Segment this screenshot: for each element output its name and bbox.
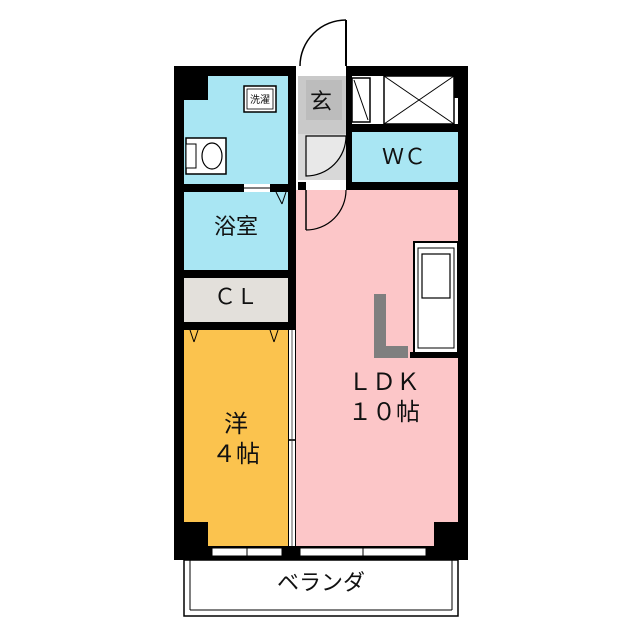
western-room-name: 洋 — [224, 410, 248, 438]
entrance-floor — [306, 80, 342, 120]
bathroom — [184, 192, 288, 270]
kitchen-partition — [374, 294, 408, 358]
balcony — [183, 559, 459, 617]
toilet — [352, 132, 458, 182]
entrance-label: 玄 — [310, 90, 332, 115]
bath-label: 浴室 — [214, 215, 258, 240]
toilet-label: ＷＣ — [382, 145, 426, 170]
balcony-windows — [211, 547, 427, 557]
storage-box — [383, 75, 455, 125]
washing-machine-icon — [243, 85, 277, 113]
balcony-label: ベランダ — [277, 571, 365, 596]
ldk-room-name: ＬＤＫ — [348, 368, 420, 396]
kitchen-counter — [410, 241, 459, 358]
western-room — [184, 330, 288, 546]
western-room-size: ４帖 — [212, 440, 260, 468]
ldk-door — [305, 189, 347, 231]
bath-door — [244, 185, 270, 191]
closet — [184, 278, 288, 322]
interior-walls — [184, 66, 466, 560]
hall-door-arc — [305, 135, 347, 177]
entrance-door — [298, 19, 347, 70]
sliding-door-partition — [289, 330, 295, 546]
washing-machine-label: 洗濯 — [250, 94, 270, 106]
closet-label: ＣＬ — [214, 285, 258, 310]
closet-doors — [189, 191, 287, 343]
ldk-room-size: １０帖 — [348, 398, 420, 426]
wash-basin-icon — [185, 137, 227, 175]
